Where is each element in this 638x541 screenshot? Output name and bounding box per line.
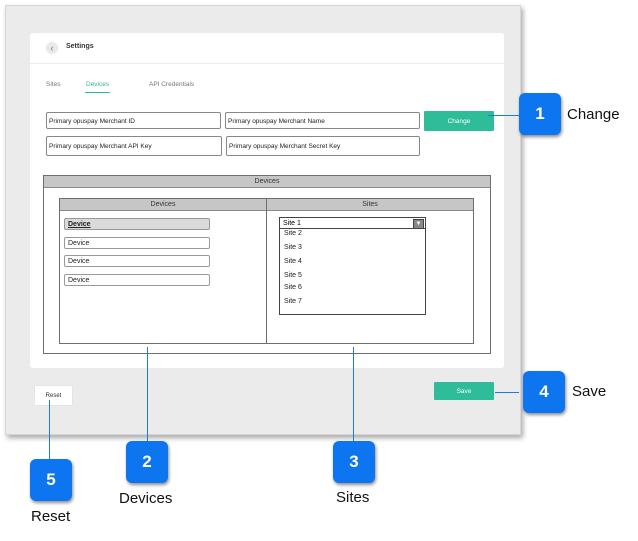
site-option[interactable]: Site 3 (284, 244, 302, 251)
device-item[interactable]: Device (64, 255, 210, 267)
site-option[interactable]: Site 7 (284, 298, 302, 305)
devices-panel-title: Devices (44, 176, 490, 188)
site-option[interactable]: Site 2 (284, 230, 302, 237)
devices-column-header: Devices (60, 199, 266, 211)
callout-line-sites (353, 347, 354, 441)
device-item[interactable]: Device (64, 274, 210, 286)
sites-column-header: Sites (267, 199, 473, 211)
callout-badge-5: 5 (30, 459, 72, 501)
callout-badge-2: 2 (126, 441, 168, 483)
site-select-value: Site 1 (283, 220, 301, 227)
device-item[interactable]: Device (64, 237, 210, 249)
active-tab-indicator (85, 92, 110, 93)
tab-api-credentials[interactable]: API Credentials (149, 81, 195, 88)
tab-sites[interactable]: Sites (46, 81, 61, 88)
callout-badge-1: 1 (519, 93, 561, 135)
device-item[interactable]: Device (64, 218, 210, 230)
devices-sites-table: Devices Sites Device Device Device Devic… (59, 198, 474, 344)
settings-card: ‹ Settings Sites Devices API Credentials… (30, 33, 504, 368)
callout-line-change (488, 115, 519, 116)
callout-line-devices (147, 347, 148, 441)
callout-badge-4: 4 (523, 371, 565, 413)
tab-devices[interactable]: Devices (86, 81, 110, 88)
column-divider (266, 199, 267, 343)
merchant-id-field[interactable]: Primary opuspay Merchant ID (46, 112, 221, 129)
site-option[interactable]: Site 5 (284, 272, 302, 279)
screenshot-frame: ‹ Settings Sites Devices API Credentials… (5, 5, 521, 435)
chevron-left-icon: ‹ (50, 43, 54, 53)
change-button[interactable]: Change (424, 111, 494, 131)
site-select[interactable]: Site 1 ▼ (279, 217, 426, 229)
save-button[interactable]: Save (434, 382, 494, 400)
callout-label-reset: Reset (31, 508, 71, 525)
callout-line-save (495, 392, 519, 393)
reset-button[interactable]: Reset (35, 386, 72, 405)
back-button[interactable]: ‹ (46, 42, 58, 54)
callout-label-save: Save (572, 383, 607, 400)
page-title: Settings (66, 43, 94, 50)
callout-label-sites: Sites (336, 489, 370, 506)
merchant-name-field[interactable]: Primary opuspay Merchant Name (225, 112, 420, 129)
secret-key-field[interactable]: Primary opuspay Merchant Secret Key (226, 136, 420, 156)
callout-label-devices: Devices (119, 490, 173, 507)
devices-panel: Devices Devices Sites Device Device Devi… (43, 175, 491, 354)
site-option[interactable]: Site 6 (284, 284, 302, 291)
site-option[interactable]: Site 4 (284, 258, 302, 265)
dropdown-arrow-icon[interactable]: ▼ (413, 219, 424, 229)
card-header: ‹ Settings (30, 33, 504, 64)
api-key-field[interactable]: Primary opuspay Merchant API Key (46, 136, 222, 156)
site-options-list: Site 2 Site 3 Site 4 Site 5 Site 6 Site … (279, 229, 426, 315)
callout-line-reset (49, 400, 50, 459)
callout-label-change: Change (567, 106, 620, 123)
callout-badge-3: 3 (333, 441, 375, 483)
